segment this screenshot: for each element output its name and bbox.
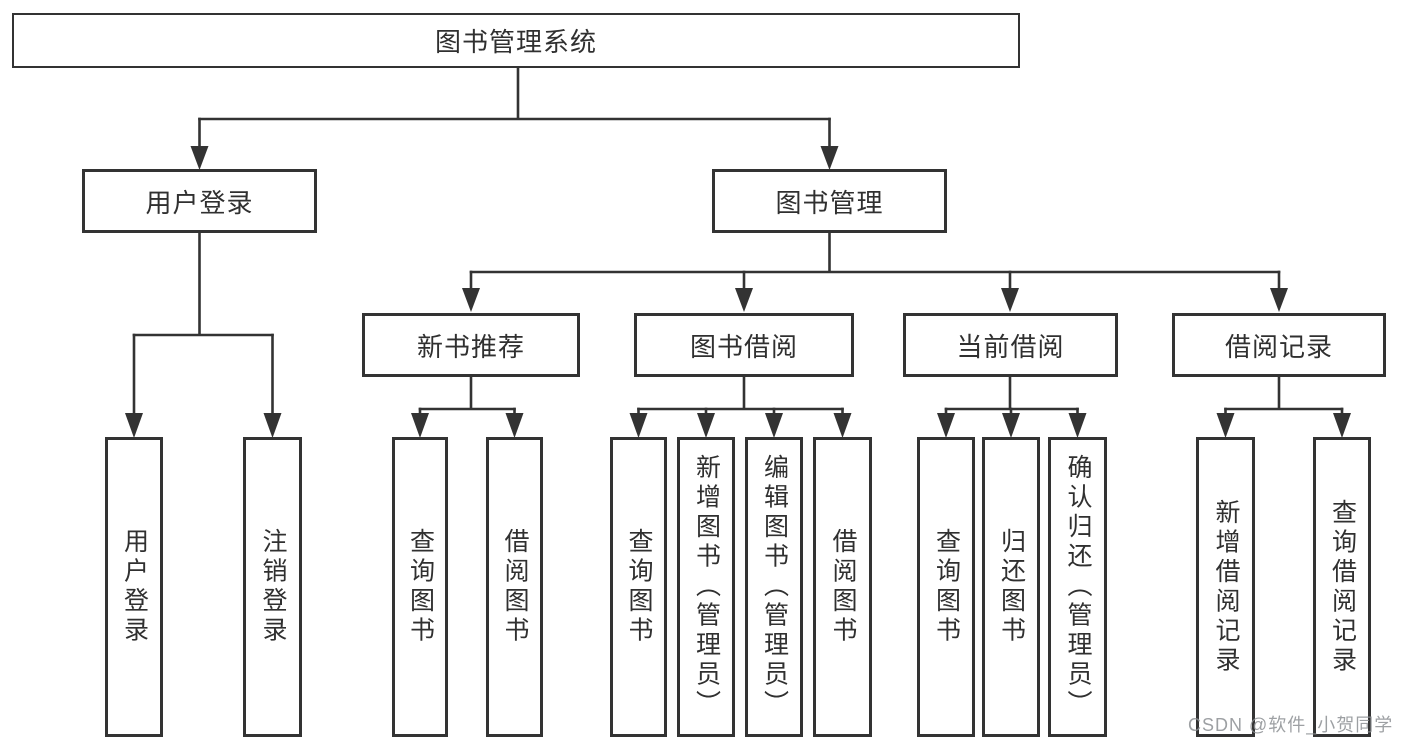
leaf-user-login-label: 用户登录	[120, 528, 149, 646]
node-library-system-root: 图书管理系统	[12, 13, 1020, 68]
arrowhead	[833, 413, 852, 438]
leaf-query-borrow-record-label: 查询借阅记录	[1328, 498, 1357, 676]
leaf-borrow-books-label: 借阅图书	[829, 528, 857, 646]
leaf-query-books-current: 查询图书	[917, 437, 975, 737]
node-current-borrow-label: 当前借阅	[956, 331, 1065, 362]
arrowhead	[765, 413, 783, 438]
connector-user-login-children	[125, 230, 282, 438]
node-book-management-branch-label: 图书管理	[775, 187, 884, 218]
leaf-logout-login-label: 注销登录	[259, 528, 287, 646]
leaf-query-books-current-label: 查询图书	[932, 528, 961, 646]
leaf-query-books-borrow-label: 查询图书	[625, 528, 653, 646]
arrowhead	[1001, 288, 1019, 312]
leaf-return-books-label: 归还图书	[997, 528, 1026, 646]
arrowhead	[820, 146, 839, 170]
connector-new-book-rec-children	[411, 374, 524, 438]
arrowhead	[697, 413, 715, 438]
connector-borrow-records-children	[1216, 374, 1351, 438]
leaf-query-books-borrow: 查询图书	[610, 437, 667, 737]
arrowhead	[1270, 288, 1288, 312]
leaf-logout-login: 注销登录	[243, 437, 302, 737]
node-user-login-branch-label: 用户登录	[145, 187, 254, 218]
arrowhead	[937, 413, 955, 438]
leaf-return-books: 归还图书	[982, 437, 1040, 737]
leaf-borrow-books: 借阅图书	[813, 437, 872, 737]
leaf-confirm-return-admin: 确认归还（管理员）	[1048, 437, 1107, 737]
arrowhead	[1002, 413, 1020, 438]
node-library-system-root-label: 图书管理系统	[434, 27, 597, 57]
leaf-add-borrow-record-label: 新增借阅记录	[1212, 498, 1240, 676]
node-book-borrow-label: 图书借阅	[689, 331, 798, 362]
connector-book-borrow-children	[629, 374, 852, 438]
leaf-edit-books-admin-label: 编辑图书（管理员）	[760, 454, 789, 720]
arrowhead	[735, 288, 753, 312]
leaf-query-books-recommend: 查询图书	[392, 437, 448, 737]
leaf-add-books-admin-label: 新增图书（管理员）	[692, 454, 721, 720]
leaf-query-books-recommend-label: 查询图书	[406, 528, 435, 646]
node-new-book-recommend-label: 新书推荐	[416, 331, 525, 362]
arrowhead	[1333, 413, 1351, 438]
leaf-borrow-books-recommend-label: 借阅图书	[501, 528, 529, 646]
connector-book-mgmt-groups	[462, 230, 1288, 312]
connector-current-borrow-children	[937, 374, 1087, 438]
leaf-borrow-books-recommend: 借阅图书	[486, 437, 543, 737]
leaf-add-books-admin: 新增图书（管理员）	[677, 437, 735, 737]
leaf-query-borrow-record: 查询借阅记录	[1313, 437, 1371, 737]
node-current-borrow: 当前借阅	[903, 313, 1118, 377]
arrowhead	[1216, 413, 1235, 438]
leaf-edit-books-admin: 编辑图书（管理员）	[745, 437, 803, 737]
arrowhead	[505, 413, 524, 438]
arrowhead	[629, 413, 648, 438]
arrowhead	[411, 413, 429, 438]
node-user-login-branch: 用户登录	[82, 169, 317, 233]
leaf-user-login: 用户登录	[105, 437, 163, 737]
node-borrow-records-label: 借阅记录	[1224, 331, 1333, 362]
node-new-book-recommend: 新书推荐	[362, 313, 580, 377]
connector-root-to-level2	[190, 64, 839, 170]
arrowhead	[263, 413, 282, 438]
arrowhead	[1068, 413, 1087, 438]
node-book-management-branch: 图书管理	[712, 169, 947, 233]
leaf-confirm-return-admin-label: 确认归还（管理员）	[1064, 454, 1092, 720]
arrowhead	[462, 288, 480, 312]
node-book-borrow: 图书借阅	[634, 313, 854, 377]
arrowhead	[125, 413, 143, 438]
leaf-add-borrow-record: 新增借阅记录	[1196, 437, 1255, 737]
node-borrow-records: 借阅记录	[1172, 313, 1386, 377]
csdn-watermark: CSDN @软件_小贺同学	[1188, 715, 1394, 735]
arrowhead	[190, 146, 209, 170]
